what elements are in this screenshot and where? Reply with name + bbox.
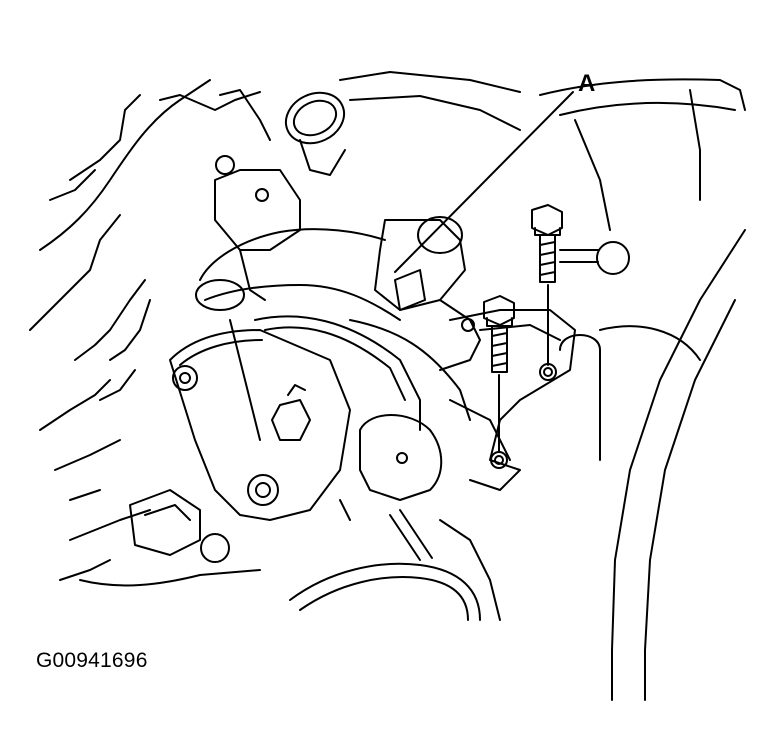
filler-ring (278, 72, 520, 175)
transmission-housing (30, 80, 270, 580)
callout-label-a: A (578, 70, 596, 97)
right-bracket (360, 310, 575, 500)
upper-bolt (532, 205, 562, 365)
frame-rail (540, 79, 745, 700)
callout-leader-line (395, 92, 573, 272)
hose (80, 510, 500, 620)
mount-body (196, 217, 480, 440)
mount-plate (130, 330, 350, 562)
figure-id-label: G00941696 (36, 649, 148, 672)
lower-bolt (484, 296, 514, 452)
upper-bracket (215, 156, 300, 300)
side-bolt (560, 242, 629, 274)
